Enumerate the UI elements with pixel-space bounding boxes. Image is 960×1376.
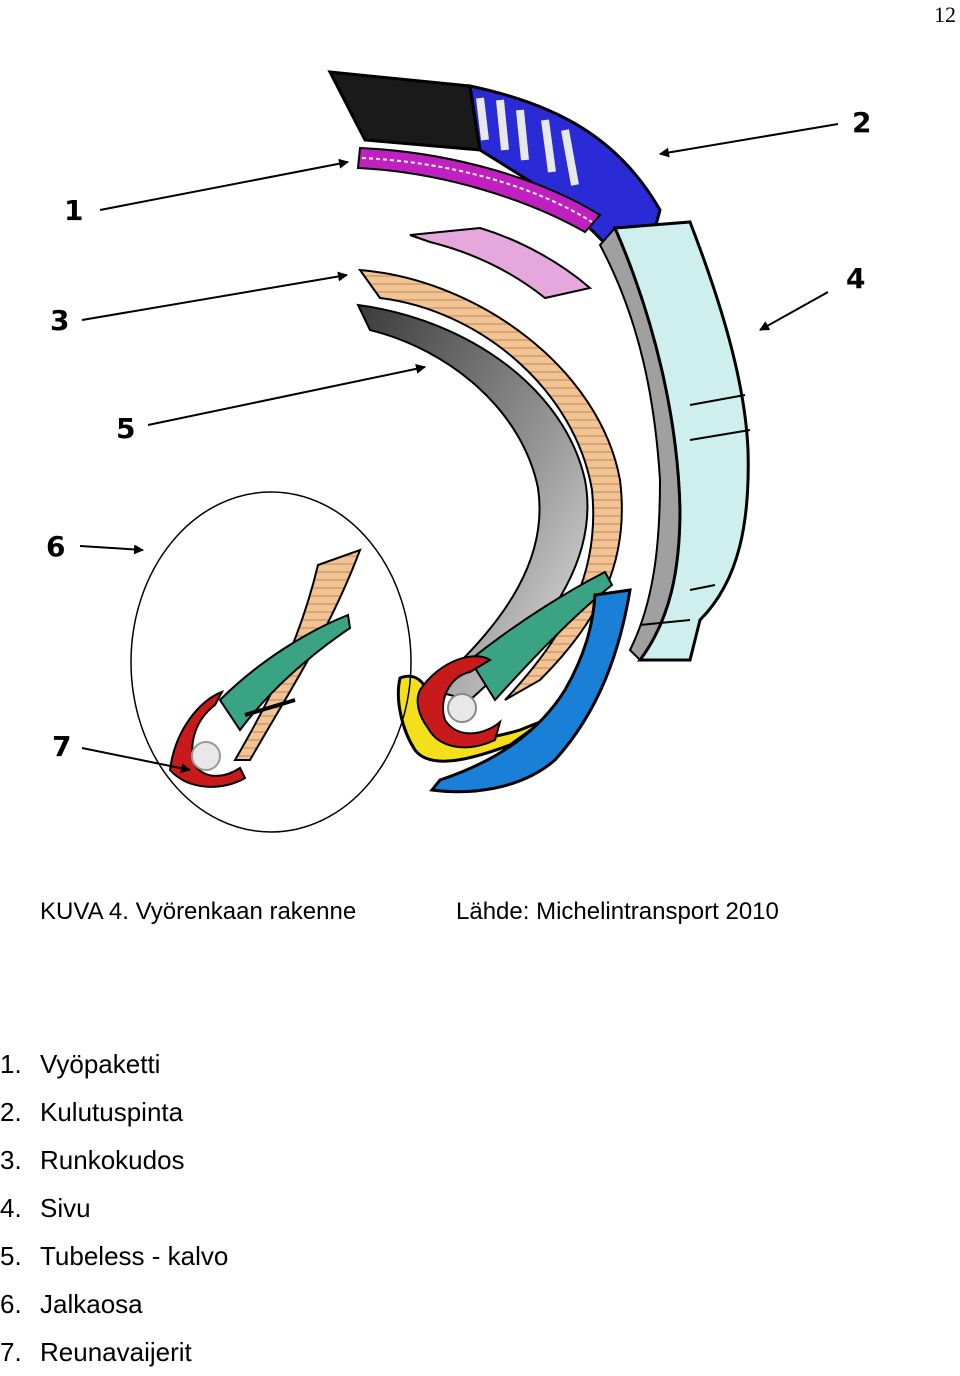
number-labels: 1 2 3 4 5 6 7	[46, 106, 871, 763]
legend-item: 2.Kulutuspinta	[0, 1097, 184, 1127]
zoom-circle	[130, 491, 412, 833]
belt-magenta	[356, 146, 602, 234]
caption-title: KUVA 4. Vyörenkaan rakenne	[40, 898, 357, 925]
tread-dark-block	[327, 70, 482, 152]
label-4: 4	[846, 262, 865, 295]
label-6: 6	[46, 530, 65, 563]
label-3: 3	[50, 304, 69, 337]
legend-item: 4.Sivu	[0, 1193, 91, 1223]
leader-arrows	[79, 123, 839, 774]
zoomed-bead-detail	[130, 491, 412, 833]
arrow-3	[81, 271, 348, 321]
arrow-1	[99, 158, 349, 211]
page-number: 12	[934, 2, 956, 27]
arrow-6	[79, 544, 144, 555]
label-7: 7	[52, 730, 71, 763]
zoom-bead-wire	[191, 741, 221, 771]
zoom-green	[218, 613, 352, 732]
legend-item: 5.Tubeless - kalvo	[0, 1241, 229, 1271]
bead-green	[468, 570, 614, 702]
main-bead-area	[396, 570, 632, 794]
belt-layers	[356, 146, 602, 300]
caption-source: Lähde: Michelintransport 2010	[456, 898, 779, 925]
legend-list: 1.Vyöpaketti 2.Kulutuspinta 3.Runkokudos…	[0, 1040, 228, 1376]
label-5: 5	[116, 412, 135, 445]
label-2: 2	[852, 106, 871, 139]
belt-stripes	[361, 157, 593, 223]
legend-item: 6.Jalkaosa	[0, 1289, 143, 1319]
belt-pink	[409, 226, 593, 300]
legend-item: 7.Reunavaijerit	[0, 1337, 192, 1367]
tread-grooves	[476, 97, 579, 186]
figure-caption: KUVA 4. Vyörenkaan rakenne Lähde: Michel…	[40, 898, 779, 926]
arrow-7	[81, 747, 191, 774]
carcass-ply	[357, 268, 623, 701]
sidewall-light	[612, 220, 750, 662]
arrow-5	[147, 363, 426, 426]
legend-item: 3.Runkokudos	[0, 1145, 185, 1175]
bead-wire	[447, 693, 477, 723]
legend-item: 1.Vyöpaketti	[0, 1049, 161, 1079]
carcass-layer	[356, 268, 623, 702]
sidewall-layer	[598, 220, 751, 662]
tire-structure-diagram: 1 2 3 4 5 6 7	[46, 70, 871, 833]
arrow-4	[759, 291, 829, 331]
bead-red	[416, 655, 502, 749]
rim-flange	[429, 588, 632, 794]
arrow-2	[659, 123, 839, 158]
label-1: 1	[64, 194, 83, 227]
